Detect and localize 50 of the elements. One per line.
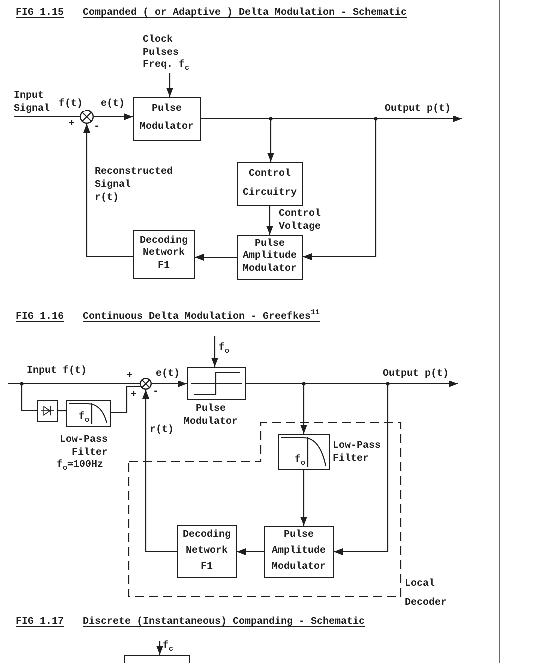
connector-line (14, 116, 80, 118)
process-box: Pulse Amplitude Modulator (237, 235, 303, 280)
process-box: Decoding Network F1 (133, 230, 195, 279)
connector-line (58, 410, 66, 412)
arrow (266, 206, 274, 235)
sign-label: + (69, 119, 76, 131)
arrow (246, 383, 389, 556)
connector-line (111, 386, 141, 414)
diode-block (37, 400, 58, 422)
figure-caption: FIG 1.15 (16, 8, 64, 20)
arrow (195, 254, 237, 261)
figure-caption: Companded ( or Adaptive ) Delta Modulation - Schematic (83, 8, 408, 20)
summing-junction (140, 378, 152, 390)
process-box: Control Circuitry (237, 162, 303, 206)
edge-label: Output p(t) (383, 369, 453, 381)
process-box: Pulse Modulator (133, 97, 201, 141)
sign-label: - (94, 122, 100, 134)
arrow (156, 641, 164, 655)
cutoff-label: f$_{o}$ (295, 455, 306, 467)
cutoff-label: f$_{o}$ (79, 412, 90, 424)
process-box: Pulse Amplitude Modulator (264, 526, 334, 578)
arrow (212, 336, 218, 367)
arrow (142, 390, 177, 553)
group-label: Local Decoder (405, 578, 448, 611)
edge-label: Output p(t) (385, 104, 455, 116)
arrow (300, 470, 308, 526)
process-box: Decoding Network F1 (177, 525, 237, 578)
figure-caption: Continuous Delta Modulation - Greefkes$^{11}$ (83, 312, 320, 324)
arrow (152, 380, 187, 388)
summing-junction (80, 110, 94, 124)
connector-line (8, 383, 37, 412)
arrow (166, 73, 174, 97)
figure-caption: FIG 1.16 (16, 312, 64, 324)
sign-label: + (127, 371, 134, 383)
figure-caption: FIG 1.17 (16, 617, 64, 629)
edge-label: Reconstructed Signal r(t) (95, 166, 175, 205)
arrow (94, 114, 133, 120)
process-box (124, 655, 190, 663)
block-caption: Pulse Modulator (182, 403, 239, 429)
figure-caption: Discrete (Instantaneous) Companding - Schematic (83, 617, 366, 629)
edge-label: f(t) (59, 99, 85, 111)
arrow (237, 548, 264, 556)
signal-label: Clock Pulses Freq. f$_{c}$ (143, 35, 197, 73)
block-caption: Low-Pass Filter (333, 441, 382, 466)
arrow (84, 124, 133, 258)
edge-label: e(t) (156, 369, 182, 381)
sign-label: - (153, 387, 160, 399)
signal-label: Input Signal (14, 90, 56, 118)
block-caption: f$_{o}$≃100Hz (57, 459, 105, 472)
sign-label: + (131, 390, 138, 402)
